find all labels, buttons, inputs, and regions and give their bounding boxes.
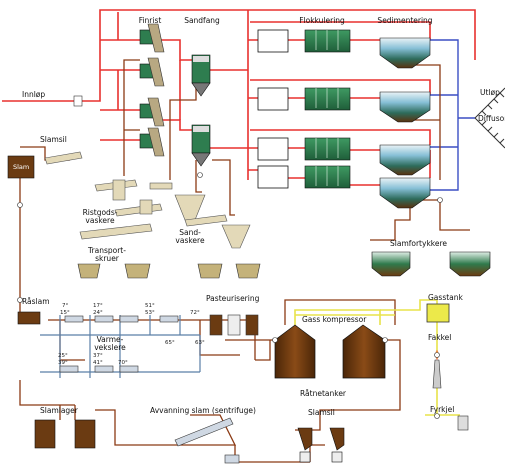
fyrkjel-boiler [457,415,469,431]
temp-24: 24° [93,310,103,316]
temp-63: 63° [195,340,205,346]
flokkulering-mixers [315,30,339,186]
temp-65: 65° [165,340,175,346]
label-flokkulering: Flokkulering [299,16,345,25]
label-slam: Slam [13,163,30,171]
label-gasstank: Gasstank [428,293,463,302]
temp-7: 7° [62,303,69,309]
conveyors [44,151,173,240]
temp-25: 25° [58,353,68,359]
sandfang-tank-2 [191,124,211,167]
valves [17,95,443,419]
outflow-pipes [430,39,475,191]
centrifuge [174,417,240,464]
finrist-screen-3 [139,97,165,127]
slam-tank [7,155,35,179]
label-pasteurisering: Pasteurisering [206,294,260,303]
temp-51: 51° [145,303,155,309]
flokkulering-tanks [304,29,351,189]
heat-exchangers [59,315,179,373]
ratnetanker [274,324,386,379]
temp-17: 17° [93,303,103,309]
label-raslam: Råslam [22,297,50,306]
label-fyrkjel: Fyrkjel [430,405,455,414]
slamfortykkere [371,251,491,277]
label-slamsil-bottom: Slamsil [308,408,335,417]
slamsil-bottom-tanks [297,427,345,463]
pasteurisering-tanks [209,314,259,336]
slamlager-tanks [34,419,96,449]
gasstank [426,303,450,323]
temp-37: 37° [93,353,103,359]
label-slamlager: Slamlager [40,406,78,415]
label-sand-1: Sand- [179,228,201,237]
sandfang-tank-1 [191,54,211,97]
label-avvanning: Avvanning slam (sentrifuge) [150,406,256,415]
label-transport-1: Transport- [88,246,126,255]
label-sand-2: vaskere [175,236,205,245]
diffusor [474,87,505,149]
label-sedimentering: Sedimentering [377,16,433,25]
label-gass-kompressor: Gass kompressor [302,315,367,324]
label-varme-1: Varme- [96,335,124,344]
temp-70: 70° [118,360,128,366]
dosing-boxes [257,29,289,189]
label-slamsil-top: Slamsil [40,135,67,144]
label-slamfortykkere: Slamfortykkere [390,239,448,248]
label-ristgods-2: vaskere [85,216,115,225]
temp-72: 72° [190,310,200,316]
label-innlop: Innløp [22,90,46,99]
temp-15: 15° [60,310,70,316]
label-varme-2: vekslere [94,343,126,352]
label-diffusor: Diffusor [478,114,505,123]
label-transport-2: skruer [95,254,119,263]
label-utlop: Utløp [480,88,500,97]
temp-41: 41° [93,360,103,366]
label-finrist: Finrist [138,16,162,25]
finrist-screen-4 [139,127,165,157]
label-ratnetanker: Råtnetanker [300,389,347,398]
water-pipes [2,9,476,186]
sedimentering-tanks [379,37,431,209]
raslam-pit [17,311,41,325]
finrist-screen-1 [139,23,165,53]
label-ristgods-1: Ristgods- [82,208,118,217]
finrist-screen-2 [139,57,165,87]
label-sandfang: Sandfang [184,16,220,25]
temp-39: 39° [58,360,68,366]
label-fakkel: Fakkel [428,333,452,342]
skip-containers [77,263,261,279]
temp-53: 53° [145,310,155,316]
sand-washers [174,194,251,249]
